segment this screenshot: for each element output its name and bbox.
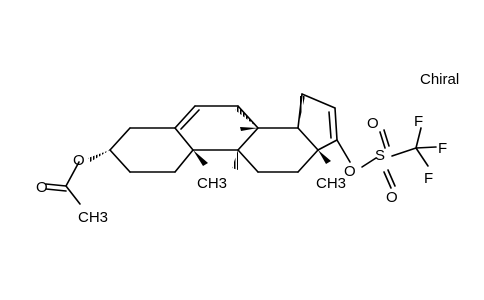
atom-ch3-c10: CH3 — [197, 175, 227, 192]
ring-d-bonds — [297, 93, 338, 151]
triflate-bonds — [336, 127, 437, 189]
atom-ch3-c13: CH3 — [316, 175, 346, 192]
chiral-label: Chiral — [420, 71, 459, 88]
stereo-bonds — [88, 96, 331, 170]
ring-c-bonds — [237, 127, 319, 173]
atom-s: S — [375, 147, 385, 164]
atom-o-ester: O — [73, 152, 85, 169]
atom-o-s-bottom: O — [386, 189, 398, 206]
atom-o-carbonyl: O — [36, 179, 48, 196]
atom-f-right: F — [424, 170, 433, 187]
acetate-bonds — [45, 161, 81, 205]
atom-ch3-acetyl: CH3 — [78, 209, 108, 226]
atom-o-triflate: O — [344, 163, 356, 180]
atom-o-s-top: O — [367, 115, 379, 132]
ring-a-bonds — [109, 127, 194, 173]
atom-f-top: F — [438, 140, 447, 157]
atom-f-left: F — [414, 113, 423, 130]
